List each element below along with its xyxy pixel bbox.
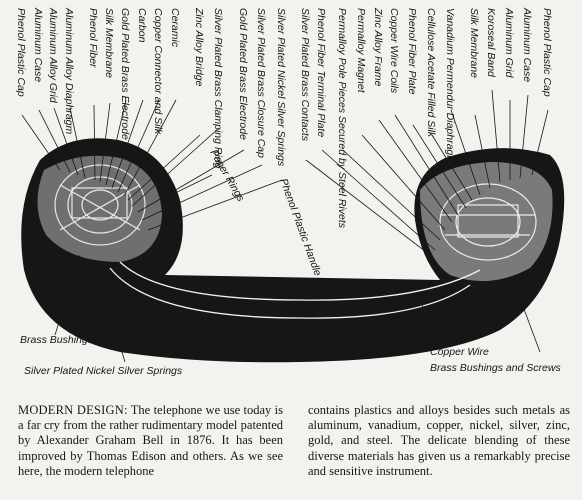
caption-lead: MODERN DESIGN: <box>18 403 128 417</box>
mouthpiece-components <box>54 164 146 246</box>
caption-right-column: contains plastics and alloys besides suc… <box>308 403 570 479</box>
label-copper-wire-coils: Copper Wire Coils <box>388 8 400 94</box>
label-ceramic: Ceramic <box>169 8 181 48</box>
label-silver-plated-nickel-silver-springs-top: Silver Plated Nickel Silver Springs <box>275 8 287 167</box>
label-silk-membrane-right: Silk Membrane <box>468 8 480 78</box>
label-permalloy-magnet: Permalloy Magnet <box>355 8 367 94</box>
top-labels-right: Silver Plated Brass Contacts Phenol Fibe… <box>299 7 553 229</box>
label-aluminum-case-left: Aluminum Case <box>32 7 44 82</box>
caption-left-text: The telephone we use today is a far cry … <box>18 403 283 478</box>
label-zinc-alloy-frame: Zinc Alloy Frame <box>372 7 384 87</box>
label-aluminum-alloy-diaphragm: Aluminum Alloy Diaphragm <box>63 7 75 134</box>
label-zinc-alloy-bridge: Zinc Alloy Bridge <box>193 7 205 87</box>
telephone-handset-diagram: Phenol Plastic Cap Aluminum Case Aluminu… <box>15 7 565 377</box>
label-carbon: Carbon <box>136 8 148 43</box>
label-silk-membrane-left: Silk Membrane <box>103 8 115 78</box>
mouthpiece-cutaway <box>37 155 162 262</box>
label-gold-plated-brass-electrode-left: Gold Plated Brass Electrode <box>119 8 131 140</box>
label-aluminum-alloy-grid: Aluminum Alloy Grid <box>47 7 59 104</box>
label-phenol-plastic-handle: Phenol Plastic Handle <box>277 177 323 278</box>
label-koroseal-band: Koroseal Band <box>485 8 497 78</box>
label-aluminum-case-right: Aluminum Case <box>521 7 533 82</box>
label-brass-bushings-left: Brass Bushings and Screws <box>20 334 151 346</box>
label-copper-connector-and-silk: Copper Connector and Silk <box>152 8 164 135</box>
label-permalloy-pole-pieces: Permalloy Pole Pieces Secured by Steel R… <box>336 8 348 229</box>
label-brass-bushings-right: Brass Bushings and Screws <box>430 362 561 374</box>
leader-lines <box>21 89 549 363</box>
earpiece-components <box>439 183 537 261</box>
label-silver-plated-nickel-silver-springs-bottom: Silver Plated Nickel Silver Springs <box>24 365 183 377</box>
handle-wires <box>109 261 481 319</box>
label-phenol-plastic-cap-left: Phenol Plastic Cap <box>15 8 27 97</box>
label-gold-plated-brass-electrode-right: Gold Plated Brass Electrode <box>237 8 249 140</box>
label-paper-rings: Paper Rings <box>207 148 247 205</box>
label-aluminum-grid: Aluminum Grid <box>503 7 515 79</box>
label-silver-plated-brass-closure-cap: Silver Plated Brass Closure Cap <box>255 8 267 158</box>
label-phenol-fiber-plate: Phenol Fiber Plate <box>406 8 418 95</box>
caption-right-text: contains plastics and alloys besides suc… <box>308 403 570 478</box>
label-silver-plated-brass-contacts: Silver Plated Brass Contacts <box>299 8 311 142</box>
label-phenol-fiber: Phenol Fiber <box>87 8 99 68</box>
top-labels-left: Phenol Plastic Cap Aluminum Case Aluminu… <box>15 7 287 169</box>
label-vanadium-permendur-diaphragm: Vanadium Permendur Diaphragm <box>444 8 456 164</box>
label-cellulose-acetate-filled-silk: Cellulose Acetate Filled Silk <box>425 8 437 138</box>
label-copper-wire: Copper Wire <box>430 346 489 358</box>
label-phenol-fiber-terminal-plate: Phenol Fiber Terminal Plate <box>315 8 327 137</box>
caption-left-column: MODERN DESIGN: The telephone we use toda… <box>18 403 283 479</box>
label-silver-plated-brass-clamping-ring: Silver Plated Brass Clamping Ring <box>212 8 224 169</box>
label-phenol-plastic-cap-right: Phenol Plastic Cap <box>541 8 553 97</box>
